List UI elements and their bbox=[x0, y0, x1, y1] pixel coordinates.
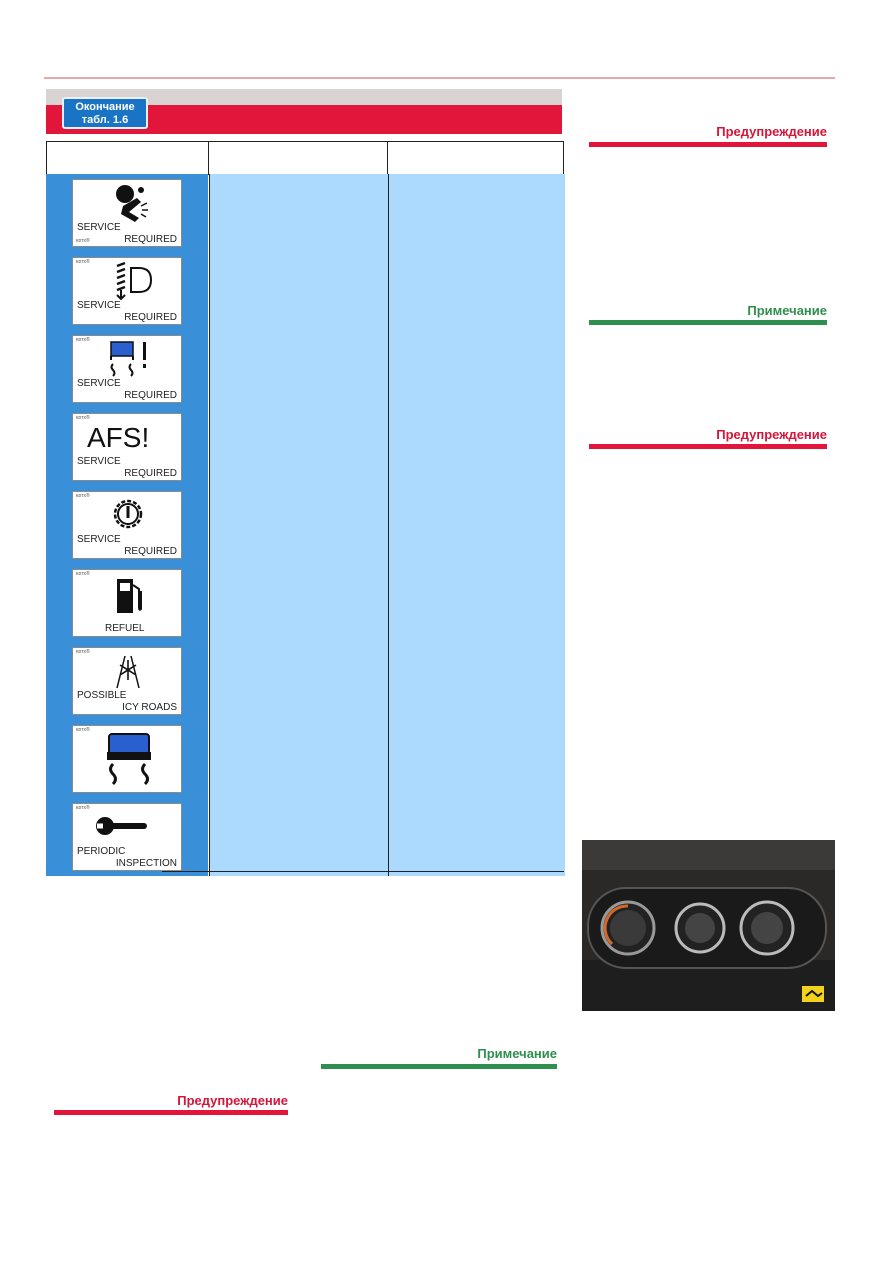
warning-heading: Предупреждение bbox=[716, 427, 827, 442]
table-row: ᴋᴅᴛx® SERVICE REQUIRED bbox=[46, 486, 565, 564]
table-tag: Окончание табл. 1.6 bbox=[62, 97, 148, 129]
warning-bar bbox=[589, 142, 827, 147]
top-rule bbox=[44, 77, 835, 79]
warning-heading: Предупреждение bbox=[177, 1093, 288, 1108]
fuel-pump-icon bbox=[117, 579, 142, 613]
table-row: ᴋᴅᴛx® SERVICE REQUIRED bbox=[46, 252, 565, 330]
table-row: ᴋᴅᴛx® SERVICE REQUIRED bbox=[46, 174, 565, 252]
skid-car-icon bbox=[107, 733, 151, 786]
warning-heading: Предупреждение bbox=[716, 124, 827, 139]
note-bar bbox=[321, 1064, 557, 1069]
airbag-icon bbox=[116, 185, 148, 222]
warning-bar bbox=[54, 1110, 288, 1115]
stability-control-icon bbox=[110, 341, 146, 377]
climate-control-photo bbox=[582, 840, 835, 1011]
table-row: ᴋᴅᴛx® REFUEL bbox=[46, 564, 565, 642]
table-row: ᴋᴅᴛx® PERIODIC INSPECTION bbox=[46, 798, 565, 876]
climate-knobs-image bbox=[582, 840, 835, 1011]
afs-icon: AFS! bbox=[87, 422, 150, 453]
headlight-leveling-icon bbox=[116, 262, 153, 301]
warning-bar bbox=[589, 444, 827, 449]
table-row: ᴋᴅᴛx® bbox=[46, 720, 565, 798]
note-heading: Примечание bbox=[747, 303, 827, 318]
wrench-icon bbox=[96, 817, 147, 835]
snowflake-road-icon bbox=[116, 655, 140, 689]
table-row: ᴋᴅᴛx® SERVICE REQUIRED bbox=[46, 330, 565, 408]
table-row: ᴋᴅᴛx® POSSIBLE ICY ROADS bbox=[46, 642, 565, 720]
table-row: ᴋᴅᴛx® AFS! SERVICE REQUIRED bbox=[46, 408, 565, 486]
table-header bbox=[46, 141, 564, 175]
note-bar bbox=[589, 320, 827, 325]
table-banner: Окончание табл. 1.6 bbox=[46, 89, 562, 134]
transmission-gear-icon bbox=[113, 499, 143, 529]
note-heading: Примечание bbox=[477, 1046, 557, 1061]
